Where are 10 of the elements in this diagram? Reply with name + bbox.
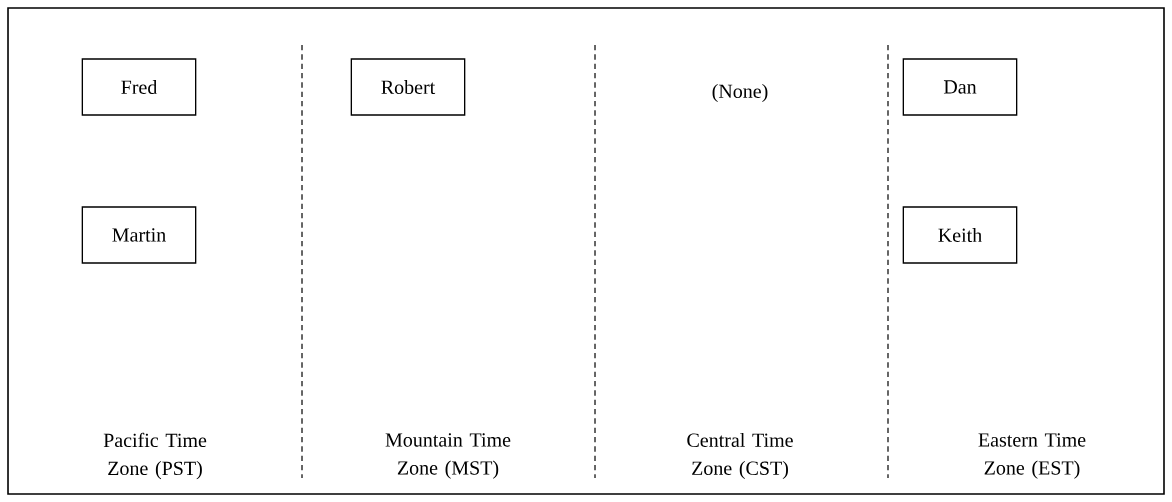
name-box: Robert xyxy=(350,58,466,116)
zone-label: Central Time Zone (CST) xyxy=(687,432,793,480)
name-box: Martin xyxy=(81,206,197,264)
zone-label: (None) xyxy=(712,83,768,103)
name-box: Keith xyxy=(902,206,1018,264)
zone-label: Mountain Time Zone (MST) xyxy=(385,433,511,479)
name-box: Dan xyxy=(902,58,1018,116)
zone-label: Pacific Time Zone (PST) xyxy=(103,432,207,480)
name-box: Fred xyxy=(81,58,197,116)
zone-label: Eastern Time Zone (EST) xyxy=(978,433,1086,479)
